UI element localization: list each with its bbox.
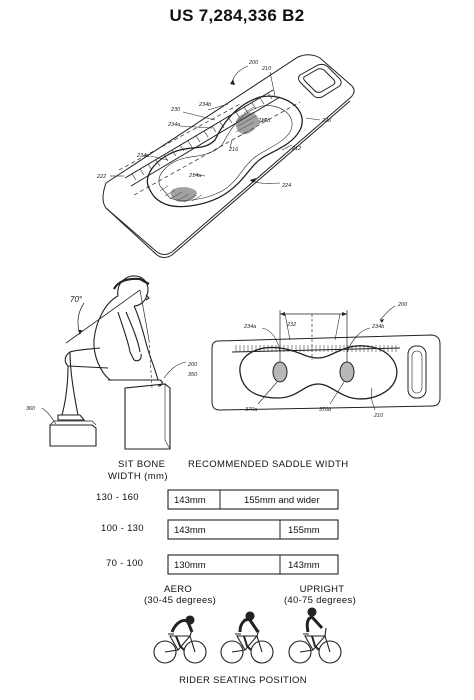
measuring-tool-isometric <box>102 54 355 258</box>
row-range: 100 - 130 <box>101 523 144 534</box>
upright-range: (40-75 degrees) <box>284 595 356 606</box>
row-cell-left: 143mm <box>174 525 206 536</box>
table-row: 130 - 160 143mm 155mm and wider <box>96 489 339 510</box>
patent-number: US 7,284,336 B2 <box>169 6 305 25</box>
ref-230: 230 <box>170 107 181 113</box>
ref-220: 220 <box>321 118 332 124</box>
row-cell-right: 155mm and wider <box>244 495 320 506</box>
seated-rider-figure <box>41 275 187 450</box>
ref-200-rider: 200 <box>187 362 198 368</box>
saddle-top-view <box>211 305 441 411</box>
saddle-view-reference-numerals: 200 234a 232 234b 370a 370b 210 <box>243 302 408 419</box>
row-range: 130 - 160 <box>96 492 139 503</box>
ref-210-saddle: 210 <box>373 413 384 419</box>
sit-bone-header-line2: WIDTH (mm) <box>108 471 168 482</box>
ref-234b-saddle: 234b <box>371 324 384 330</box>
ref-216: 216 <box>228 147 239 153</box>
ref-210-top: 210 <box>261 66 272 72</box>
row-cell-left: 143mm <box>174 495 206 506</box>
ref-214a: 214a <box>188 173 201 179</box>
ref-214b: 214b <box>257 118 270 124</box>
cyclist-aero <box>153 615 207 664</box>
ref-224: 224 <box>281 183 291 189</box>
ref-370a: 370a <box>245 407 257 413</box>
row-range: 70 - 100 <box>106 558 143 569</box>
aero-label: AERO <box>164 584 192 595</box>
upright-label: UPRIGHT <box>300 584 345 595</box>
ref-350: 350 <box>188 372 198 378</box>
aero-range: (30-45 degrees) <box>144 595 216 606</box>
saddle-width-table: SIT BONE WIDTH (mm) RECOMMENDED SADDLE W… <box>96 459 349 575</box>
ref-212: 212 <box>291 146 301 152</box>
ref-200-saddle: 200 <box>397 302 408 308</box>
rider-seating-caption: RIDER SEATING POSITION <box>179 675 307 686</box>
cyclist-upright <box>288 607 342 664</box>
ref-234a-saddle: 234a <box>243 324 256 330</box>
top-view-reference-numerals: 200 210 230 234b 234a 214b 220 216 212 2… <box>96 60 332 189</box>
angle-label: 70° <box>70 295 83 304</box>
ref-222: 222 <box>96 174 106 180</box>
ref-370b: 370b <box>319 407 331 413</box>
table-row: 70 - 100 130mm 143mm <box>106 554 339 575</box>
ref-232: 232 <box>286 322 296 328</box>
ref-234a-lower: 234a <box>136 153 149 159</box>
table-row: 100 - 130 143mm 155mm <box>101 519 339 540</box>
ref-360: 360 <box>26 406 36 412</box>
row-cell-right: 143mm <box>288 560 320 571</box>
row-cell-right: 155mm <box>288 525 320 536</box>
rider-view-labels: 70° 200 350 360 <box>26 295 198 412</box>
seating-position-labels: AERO (30-45 degrees) UPRIGHT (40-75 degr… <box>144 584 356 686</box>
row-cell-left: 130mm <box>174 560 206 571</box>
ref-234b: 234b <box>198 102 211 108</box>
cyclist-mid <box>220 611 274 664</box>
sit-bone-header-line1: SIT BONE <box>118 459 165 470</box>
ref-234a-upper: 234a <box>167 122 180 128</box>
ref-200-top: 200 <box>248 60 259 66</box>
saddle-width-header: RECOMMENDED SADDLE WIDTH <box>188 459 349 470</box>
